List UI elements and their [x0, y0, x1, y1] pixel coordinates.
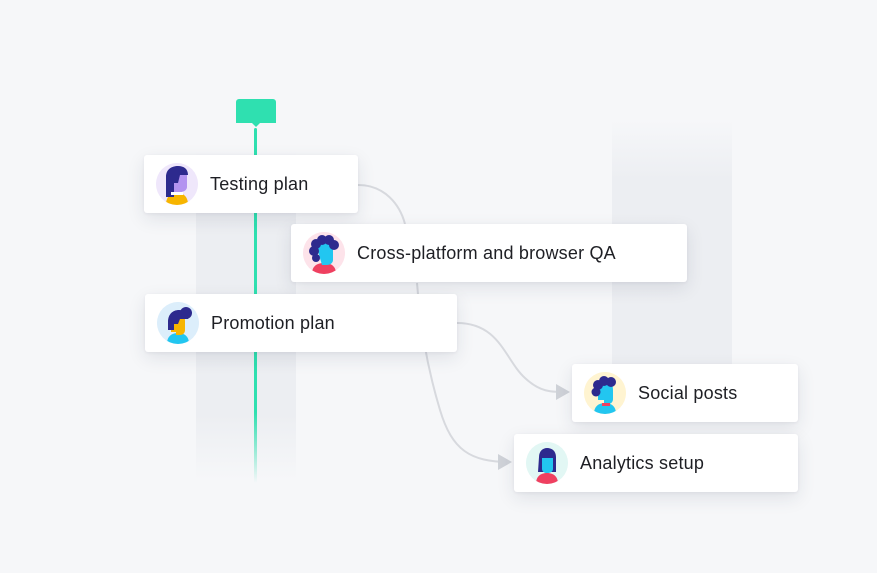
avatar-purple-person-icon	[156, 163, 198, 205]
connector-testing-to-crossqa	[357, 184, 406, 225]
task-card-promotion-plan[interactable]: Promotion plan	[145, 294, 457, 352]
task-label: Cross-platform and browser QA	[357, 242, 616, 263]
avatar-curly-hair-icon	[303, 232, 345, 274]
task-label: Social posts	[638, 382, 738, 403]
task-label: Promotion plan	[211, 312, 335, 333]
task-label: Testing plan	[210, 173, 309, 194]
milestone-flag-icon[interactable]	[236, 99, 276, 127]
task-card-social-posts[interactable]: Social posts	[572, 364, 798, 422]
avatar-bob-hair-icon	[526, 442, 568, 484]
task-card-cross-platform-qa[interactable]: Cross-platform and browser QA	[291, 224, 687, 282]
task-card-analytics-setup[interactable]: Analytics setup	[514, 434, 798, 492]
avatar-bun-hair-icon	[157, 302, 199, 344]
connector-promo-to-social	[456, 322, 570, 400]
task-card-testing-plan[interactable]: Testing plan	[144, 155, 358, 213]
avatar-blue-curly-icon	[584, 372, 626, 414]
task-label: Analytics setup	[580, 452, 705, 473]
